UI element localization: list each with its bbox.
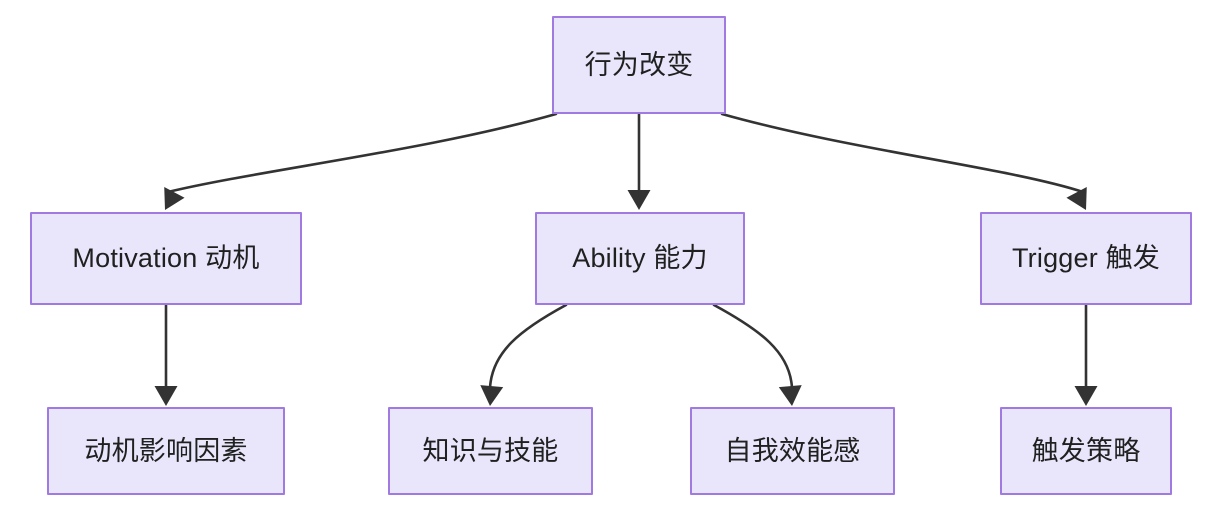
node-label-motivation-factors: 动机影响因素 [84, 435, 248, 466]
edge-root-motivation [166, 112, 558, 194]
node-label-ability: Ability 能力 [572, 243, 708, 273]
node-label-trigger-strategy: 触发策略 [1031, 435, 1141, 466]
arrowhead-root-ability [627, 190, 651, 210]
node-motivation[interactable]: Motivation 动机 [30, 212, 302, 305]
node-root[interactable]: 行为改变 [552, 16, 726, 114]
node-label-self-efficacy: 自我效能感 [724, 435, 861, 466]
arrowhead-ability-self-efficacy [778, 385, 802, 406]
edge-ability-knowledge [488, 303, 568, 390]
node-label-trigger: Trigger 触发 [1011, 243, 1161, 273]
arrowhead-trigger-strategy-edge [1074, 386, 1098, 406]
arrowhead-ability-knowledge [480, 385, 504, 406]
arrowhead-motivation-factors-edge [154, 386, 178, 406]
node-self-efficacy[interactable]: 自我效能感 [690, 407, 895, 495]
node-ability[interactable]: Ability 能力 [535, 212, 745, 305]
node-motivation-factors[interactable]: 动机影响因素 [47, 407, 285, 495]
node-trigger[interactable]: Trigger 触发 [980, 212, 1192, 305]
edge-root-trigger [720, 112, 1085, 194]
node-knowledge-skills[interactable]: 知识与技能 [388, 407, 593, 495]
edge-ability-self-efficacy [712, 303, 794, 390]
node-trigger-strategy[interactable]: 触发策略 [1000, 407, 1172, 495]
node-label-motivation: Motivation 动机 [72, 243, 260, 273]
node-label-knowledge-skills: 知识与技能 [422, 435, 559, 466]
node-label-root: 行为改变 [584, 49, 694, 80]
